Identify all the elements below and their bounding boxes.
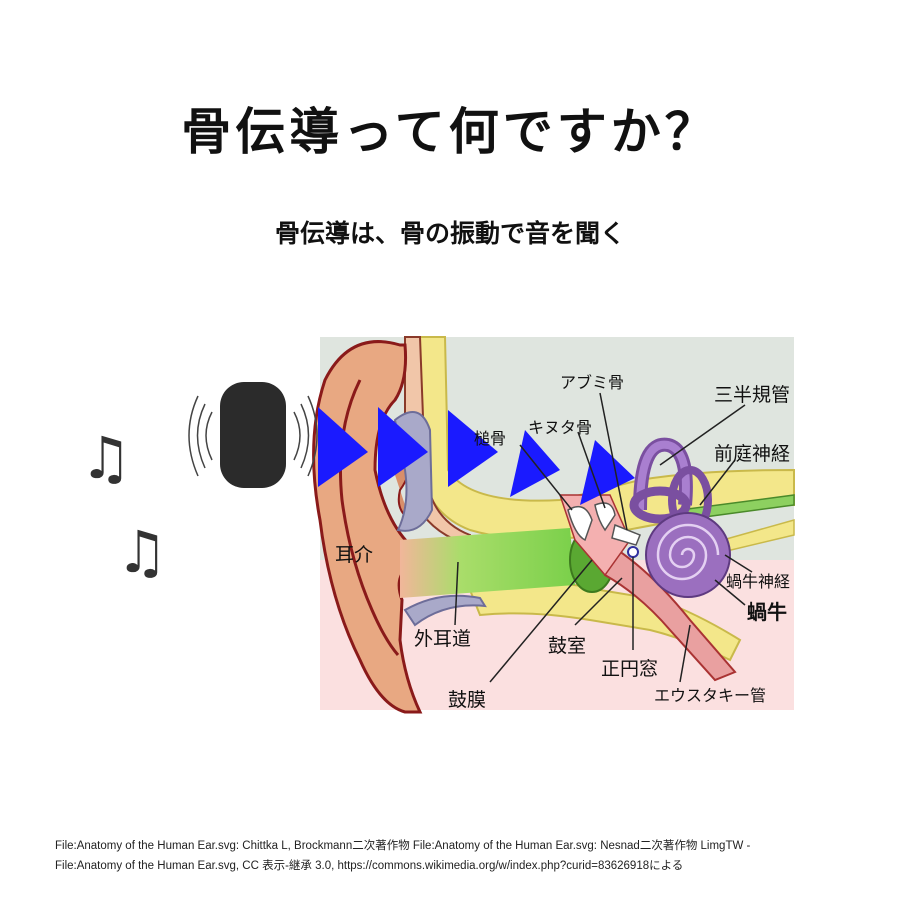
label-koshitsu: 鼓室 xyxy=(548,635,586,657)
incus xyxy=(594,502,616,532)
label-gaiji: 外耳道 xyxy=(414,628,471,650)
label-kagyu-shinkei: 蝸牛神経 xyxy=(726,572,790,591)
music-note-icon: ♫ xyxy=(116,518,168,586)
semicircular-canal-2 xyxy=(629,486,691,524)
arrow-2 xyxy=(378,407,428,487)
label-sanhan: 三半規管 xyxy=(714,384,790,406)
label-seien: 正円窓 xyxy=(601,658,658,680)
label-tsuchi: 槌骨 xyxy=(474,429,506,448)
cartilage-lower xyxy=(403,594,487,627)
label-kinuta: キヌタ骨 xyxy=(528,418,592,437)
leader-lines xyxy=(454,392,753,683)
label-eustachian: エウスタキー管 xyxy=(654,686,766,705)
label-abumi: アブミ骨 xyxy=(560,373,624,392)
pinna-inner xyxy=(339,379,400,656)
eustachian-tube xyxy=(603,543,737,682)
arrow-5 xyxy=(580,440,635,505)
cochlea-spiral xyxy=(656,523,720,581)
label-kagyu: 蝸牛 xyxy=(747,600,787,624)
round-window xyxy=(627,546,639,558)
bone-conduction-speaker-icon xyxy=(188,382,318,488)
credit-line-2: File:Anatomy of the Human Ear.svg, CC 表示… xyxy=(55,860,684,872)
malleus xyxy=(567,505,593,542)
stapes xyxy=(611,523,641,546)
label-zentei: 前庭神経 xyxy=(714,443,790,465)
label-jikai: 耳介 xyxy=(335,544,373,566)
arrow-1 xyxy=(318,407,368,487)
image-credit: File:Anatomy of the Human Ear.svg: Chitt… xyxy=(55,836,855,876)
page-title: 骨伝導って何ですか？ xyxy=(181,103,719,161)
ear-canal xyxy=(400,528,575,598)
music-note-icon: ♫ xyxy=(80,424,132,492)
page-subtitle: 骨伝導は、骨の振動で音を聞く xyxy=(274,219,625,248)
arrow-3 xyxy=(448,410,498,487)
credit-line-1: File:Anatomy of the Human Ear.svg: Chitt… xyxy=(55,840,751,852)
label-komaku: 鼓膜 xyxy=(448,689,486,711)
